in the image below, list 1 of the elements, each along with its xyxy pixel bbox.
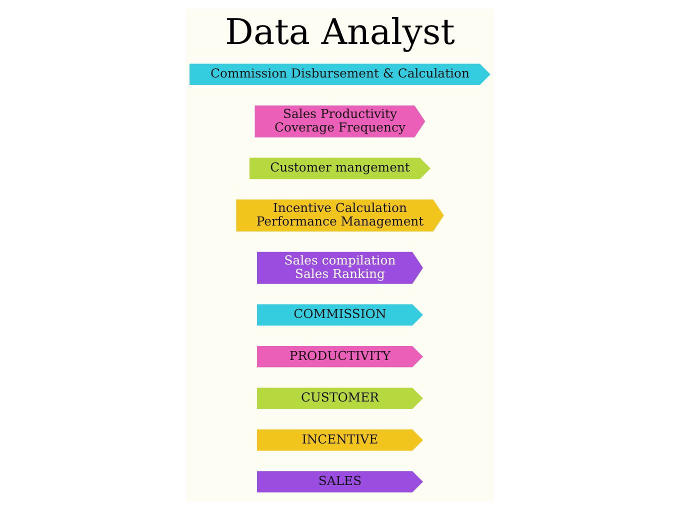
diagram-title: Data Analyst [225,12,455,54]
